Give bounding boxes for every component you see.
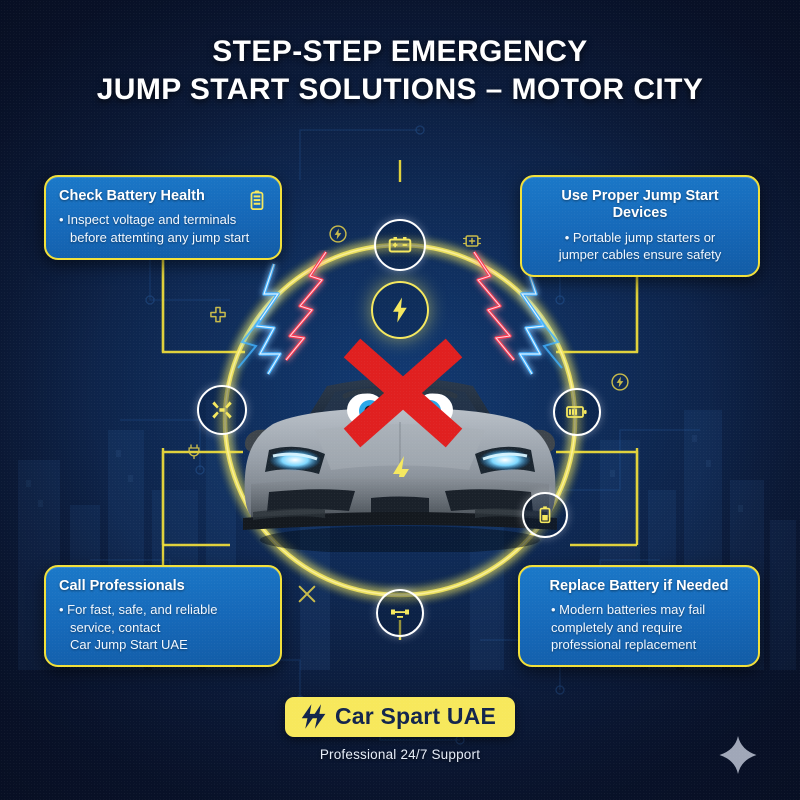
double-lightning-bolt-icon <box>301 704 326 729</box>
card-title: Use Proper Jump Start Devices <box>561 188 719 222</box>
car-bumper-icon <box>391 609 409 618</box>
plug-icon <box>188 444 200 460</box>
spark-cross-icon <box>298 585 316 603</box>
float-bolt-circle-right <box>610 372 630 397</box>
red-x-overlay <box>343 338 463 448</box>
float-jumper-clamp <box>462 231 482 256</box>
card-body: • Portable jump starters or jumper cable… <box>535 229 745 263</box>
ring-icon-battery-charge <box>553 388 601 436</box>
ring-icon-car-bumper <box>376 589 424 637</box>
bolt-circle-icon <box>611 373 629 391</box>
sports-car-illustration <box>243 378 557 552</box>
lightning-bolt-glyph <box>393 297 407 323</box>
ring-icon-car-battery <box>374 219 426 271</box>
card-line: • Portable jump starters or <box>564 229 716 245</box>
float-bolt-circle-left <box>328 224 348 249</box>
float-plus-cross <box>208 305 228 330</box>
card-replace-battery-if-needed[interactable]: Replace Battery if Needed • Modern batte… <box>518 565 760 667</box>
card-line: Car Jump Start UAE <box>70 636 188 652</box>
float-spark-cross <box>296 583 318 610</box>
blue-lightning-left <box>237 263 282 375</box>
card-line: before attemting any jump start <box>70 229 250 245</box>
red-lightning-left <box>284 251 328 362</box>
page-title: STEP-STEP EMERGENCY JUMP START SOLUTIONS… <box>0 33 800 110</box>
card-line: • Inspect voltage and terminals <box>59 212 237 228</box>
red-lightning-right <box>472 251 516 362</box>
card-line: • Modern batteries may fail <box>551 602 706 618</box>
card-use-proper-jump-start-devices[interactable]: Use Proper Jump Start Devices • Portable… <box>520 175 760 278</box>
car-battery-icon <box>388 236 412 253</box>
battery-charge-icon <box>566 406 587 418</box>
card-line: completely and require <box>551 619 683 635</box>
card-body: • For fast, safe, and reliable service, … <box>59 601 267 652</box>
brand-name: Car Spart UAE <box>334 703 497 729</box>
ring-icon-battery-level <box>522 492 568 538</box>
brand-badge[interactable]: Car Spart UAE <box>284 697 516 737</box>
card-title: Call Professionals <box>59 578 185 594</box>
plus-cross-icon <box>210 306 226 323</box>
blue-lightning-right <box>518 263 563 375</box>
card-line: • For fast, safe, and reliable <box>59 602 218 618</box>
card-title: Replace Battery if Needed <box>549 578 729 594</box>
card-body: • Modern batteries may fail completely a… <box>533 601 745 652</box>
lightning-effects <box>237 251 563 375</box>
title-line-1: STEP-STEP EMERGENCY <box>212 35 588 68</box>
card-title: Check Battery Health <box>59 188 205 204</box>
title-line-2: JUMP START SOLUTIONS – MOTOR CITY <box>96 73 704 107</box>
hero-bolt-icon <box>371 281 429 339</box>
battery-vertical-icon <box>539 506 551 524</box>
ring-icon-tools <box>197 385 247 435</box>
card-call-professionals[interactable]: Call Professionals • For fast, safe, and… <box>44 565 282 667</box>
card-body: • Inspect voltage and terminals before a… <box>59 211 267 245</box>
footer: Car Spart UAE Professional 24/7 Support <box>0 697 800 762</box>
footer-tagline: Professional 24/7 Support <box>319 747 481 762</box>
sparkle-star-decoration <box>719 736 757 774</box>
bolt-circle-icon <box>329 225 347 243</box>
card-check-battery-health[interactable]: Check Battery Health • Inspect voltage a… <box>44 175 282 260</box>
float-plug <box>185 442 203 465</box>
battery-icon <box>246 187 268 218</box>
card-line: service, contact <box>70 619 161 635</box>
card-line: professional replacement <box>551 636 697 652</box>
card-line: jumper cables ensure safety <box>558 246 722 262</box>
wrench-tools-icon <box>212 401 232 419</box>
jumper-clamp-icon <box>463 235 481 247</box>
headlights <box>265 446 535 474</box>
